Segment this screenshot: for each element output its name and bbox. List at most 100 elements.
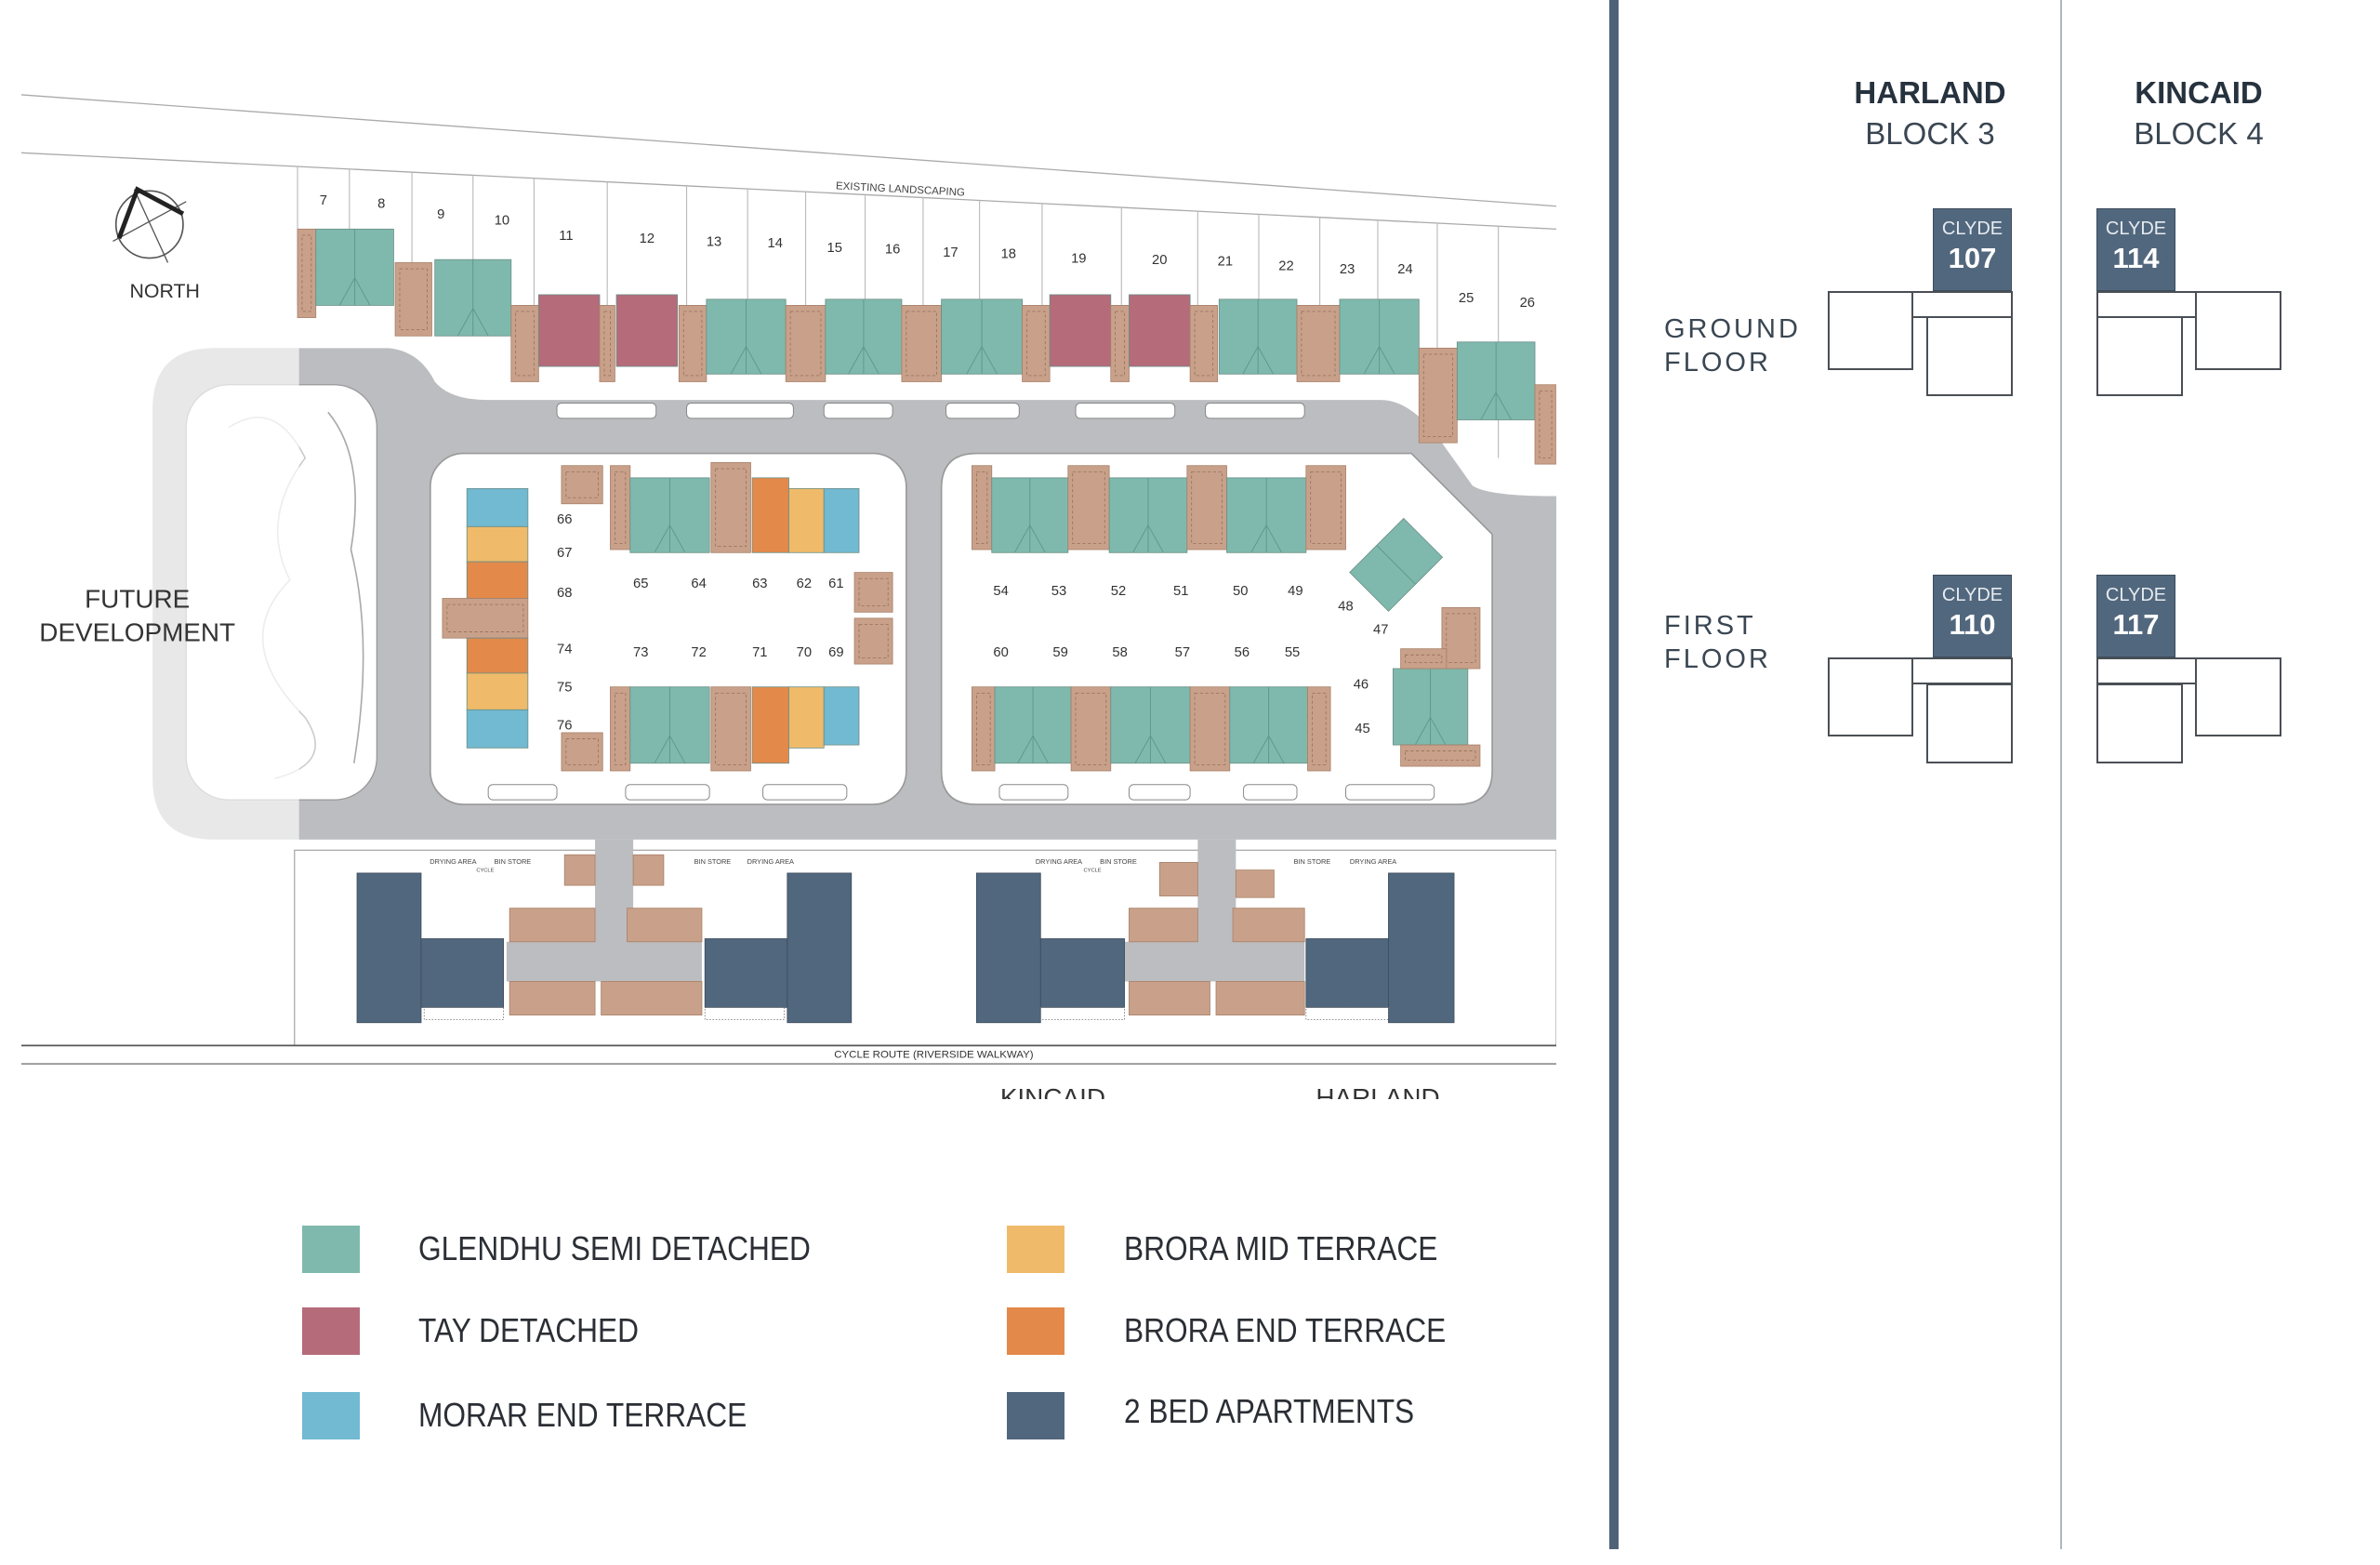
garage-plot[interactable] [599,305,615,382]
floor-label-line: GROUND [1664,314,1801,344]
morar-end-terrace-plot[interactable] [823,686,860,746]
legend-label: GLENDHU SEMI DETACHED [418,1229,811,1267]
garage-plot[interactable] [561,732,603,772]
garage-plot[interactable] [1441,606,1481,670]
block-name: HARLAND [1854,75,2006,110]
cycle-route-label: CYCLE ROUTE (RIVERSIDE WALKWAY) [834,1050,1034,1061]
plot-number: 73 [633,645,648,660]
block-number: BLOCK 3 [1865,116,1995,151]
plot-number: 56 [1235,645,1250,660]
tay-detached-plot[interactable] [1129,294,1191,367]
garage-plot[interactable] [901,305,943,382]
plot-number: 55 [1285,645,1300,660]
garage-plot[interactable] [297,228,317,318]
garage-plot[interactable] [561,465,603,505]
garage-plot[interactable] [1400,744,1481,767]
brora-mid-terrace-plot[interactable] [788,487,825,553]
apartment[interactable] [975,872,1041,1024]
apartment[interactable] [420,938,504,1008]
plot-number: 67 [557,546,572,561]
apartment[interactable] [1388,872,1455,1024]
garage [632,854,665,886]
courtyard [506,941,702,982]
unit-clyde-107[interactable]: CLYDE 107 [1933,208,2012,291]
garage-plot[interactable] [1070,686,1112,772]
garage-plot[interactable] [610,686,631,772]
garage-plot[interactable] [1305,465,1346,550]
garage-plot[interactable] [710,462,751,553]
unit-clyde-117[interactable]: CLYDE 117 [2096,575,2175,657]
morar-end-terrace-plot[interactable] [466,709,529,749]
garage-plot[interactable] [853,617,893,665]
tay-detached-plot[interactable] [615,294,679,367]
garage [509,908,596,943]
plot-number: 62 [797,577,812,591]
svg-text:DRYING AREA: DRYING AREA [430,857,476,866]
garage-plot[interactable] [972,465,993,550]
garage-plot[interactable] [610,465,631,550]
tay-detached-plot[interactable] [537,294,601,367]
garage-plot[interactable] [710,686,751,772]
plot-number: 23 [1340,262,1355,277]
legend-swatch-brora-mid [1007,1226,1064,1273]
unit-clyde-114[interactable]: CLYDE 114 [2096,208,2175,291]
brora-end-terrace-plot[interactable] [466,637,529,674]
legend-swatch-glendhu [302,1226,360,1273]
north-label: NORTH [130,280,200,302]
morar-end-terrace-plot[interactable] [823,487,860,553]
garage-plot[interactable] [1400,648,1448,670]
garage-plot[interactable] [1189,686,1231,772]
morar-end-terrace-plot[interactable] [466,487,529,527]
legend-label: 2 BED APARTMENTS [1124,1392,1415,1430]
garage-plot[interactable] [394,262,432,337]
garage-plot[interactable] [972,686,996,772]
tay-detached-plot[interactable] [1049,294,1112,367]
plot-number: 15 [827,241,842,256]
landscaping-line [20,152,1556,231]
north-compass-icon [112,186,187,263]
apartment[interactable] [787,872,853,1024]
garage-plot[interactable] [510,305,539,382]
garage-plot[interactable] [1186,465,1227,550]
brora-end-terrace-plot[interactable] [751,477,789,553]
garage-plot[interactable] [1189,305,1219,382]
garage-plot[interactable] [1418,347,1458,444]
garage-plot[interactable] [853,572,893,613]
plot-number: 22 [1278,259,1293,274]
garage-plot[interactable] [678,305,707,382]
site-plan-map: EXISTING LANDSCAPING NORTH DRYING AREA D… [20,94,1556,1099]
plot-number: 11 [559,229,573,244]
plot-number: 21 [1218,255,1233,270]
brora-end-terrace-plot[interactable] [466,561,529,599]
garage-plot[interactable] [1296,305,1341,382]
unit-number: 117 [2112,608,2160,641]
brora-end-terrace-plot[interactable] [751,686,789,764]
garage-plot[interactable] [1022,305,1051,382]
brora-mid-terrace-plot[interactable] [466,525,529,563]
brora-mid-terrace-plot[interactable] [788,686,825,749]
floor-plan-corridor [2096,657,2197,684]
apartment[interactable] [1039,938,1125,1008]
apartment[interactable] [1305,938,1389,1008]
facility-labels: DRYING AREA DRYING AREA BIN STORE BIN ST… [430,857,1396,873]
brora-mid-terrace-plot[interactable] [466,672,529,710]
garage-plot[interactable] [1067,465,1110,550]
apartment[interactable] [704,938,788,1008]
garage-plot[interactable] [785,305,826,382]
floor-plan-corridor [2096,291,2197,318]
plot-number: 60 [993,645,1008,660]
garage-plot[interactable] [442,598,529,639]
floor-label-line: FLOOR [1664,348,1771,378]
legend-label: BRORA MID TERRACE [1124,1229,1438,1267]
unit-clyde-110[interactable]: CLYDE 110 [1933,575,2012,657]
plot-number: 75 [557,681,572,696]
garage-plot[interactable] [1110,305,1130,382]
first-floor-label: FIRST FLOOR [1664,609,1771,676]
svg-text:BIN STORE: BIN STORE [694,857,732,866]
garage [563,854,596,886]
garage-plot[interactable] [1307,686,1331,772]
apartment[interactable] [356,872,422,1024]
plot-number: 63 [752,577,767,591]
floor-plan-unit [1926,316,2013,396]
garage-plot[interactable] [1534,384,1556,465]
